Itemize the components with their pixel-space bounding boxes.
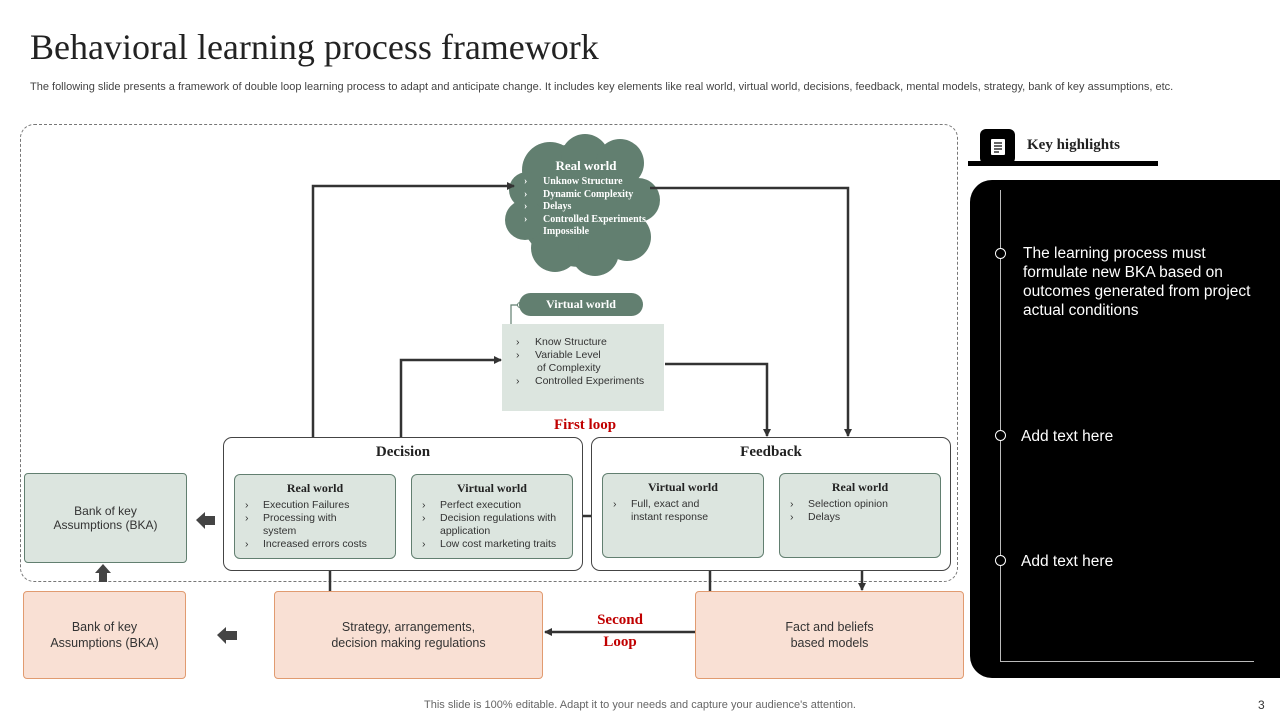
strategy-box: Strategy, arrangements, decision making …	[274, 591, 543, 679]
list-item: Unknow Structure	[516, 176, 656, 189]
highlight-text-2: Add text here	[1021, 428, 1114, 445]
decision-real-world-card: Real world Execution Failures Processing…	[234, 474, 396, 559]
second-loop-label: Second Loop	[580, 609, 660, 653]
decision-title: Decision	[375, 444, 431, 460]
card-title: Real world	[831, 480, 889, 494]
timeline-dot	[995, 430, 1006, 441]
list-item: Selection opinion	[788, 498, 940, 511]
cloud-title: Real world	[555, 158, 617, 173]
list-item: Processing with system	[243, 512, 353, 538]
list-item: Perfect execution	[420, 499, 572, 512]
card-title: Real world	[286, 481, 344, 495]
list-item: Decision regulations with application	[420, 512, 572, 538]
second-loop-line2: Loop	[603, 634, 637, 650]
feedback-real-world-card: Real world Selection opinion Delays	[779, 473, 941, 558]
footer-note: This slide is 100% editable. Adapt it to…	[424, 699, 856, 711]
framework-frame	[20, 124, 958, 582]
real-world-cloud: Real world Unknow Structure Dynamic Comp…	[516, 158, 656, 239]
first-loop-label: First loop	[553, 417, 617, 433]
virtual-world-label: Virtual world	[519, 293, 643, 316]
list-item: Increased errors costs	[243, 538, 395, 551]
bka-box-top: Bank of key Assumptions (BKA)	[24, 473, 187, 563]
feedback-group: Feedback Virtual world Full, exact and i…	[591, 437, 951, 571]
page-number: 3	[1258, 698, 1265, 712]
page-title: Behavioral learning process framework	[30, 27, 599, 67]
highlight-text-3: Add text here	[1021, 553, 1114, 570]
page-subtitle: The following slide presents a framework…	[30, 81, 1174, 93]
list-item: Low cost marketing traits	[420, 538, 572, 551]
cloud-list: Unknow Structure Dynamic Complexity Dela…	[516, 176, 656, 239]
virtual-world-box: Know Structure Variable Level of Complex…	[502, 324, 664, 411]
list-item: Delays	[788, 511, 940, 524]
card-title: Virtual world	[648, 480, 718, 494]
timeline-dot	[995, 248, 1006, 259]
feedback-title: Feedback	[740, 444, 802, 460]
highlights-panel	[970, 180, 1280, 678]
block-arrow-to-bka-bottom	[217, 627, 237, 644]
timeline-base	[1000, 661, 1254, 662]
decision-virtual-world-card: Virtual world Perfect execution Decision…	[411, 474, 573, 559]
key-highlights-label: Key highlights	[1027, 137, 1120, 153]
second-loop-line1: Second	[597, 612, 643, 628]
decision-group: Decision Real world Execution Failures P…	[223, 437, 583, 571]
key-highlights-underline	[968, 161, 1158, 166]
list-item: Full, exact and instant response	[611, 498, 721, 524]
list-item: Know Structure	[514, 336, 644, 349]
list-item: of Complexity	[537, 362, 601, 374]
list-item: Controlled Experiments	[514, 375, 644, 388]
timeline-line	[1000, 190, 1001, 662]
list-item: Dynamic Complexity	[516, 189, 656, 202]
bka-box-bottom: Bank of key Assumptions (BKA)	[23, 591, 186, 679]
fact-models-box: Fact and beliefs based models	[695, 591, 964, 679]
list-item: Variable Level	[514, 349, 644, 362]
list-item: Delays	[516, 201, 656, 214]
timeline-dot	[995, 555, 1006, 566]
notepad-icon	[980, 129, 1015, 164]
feedback-virtual-world-card: Virtual world Full, exact and instant re…	[602, 473, 764, 558]
list-item: Execution Failures	[243, 499, 395, 512]
card-title: Virtual world	[457, 481, 527, 495]
highlight-text-1: The learning process must formulate new …	[1023, 245, 1251, 319]
list-item: Controlled Experiments Impossible	[516, 214, 656, 239]
